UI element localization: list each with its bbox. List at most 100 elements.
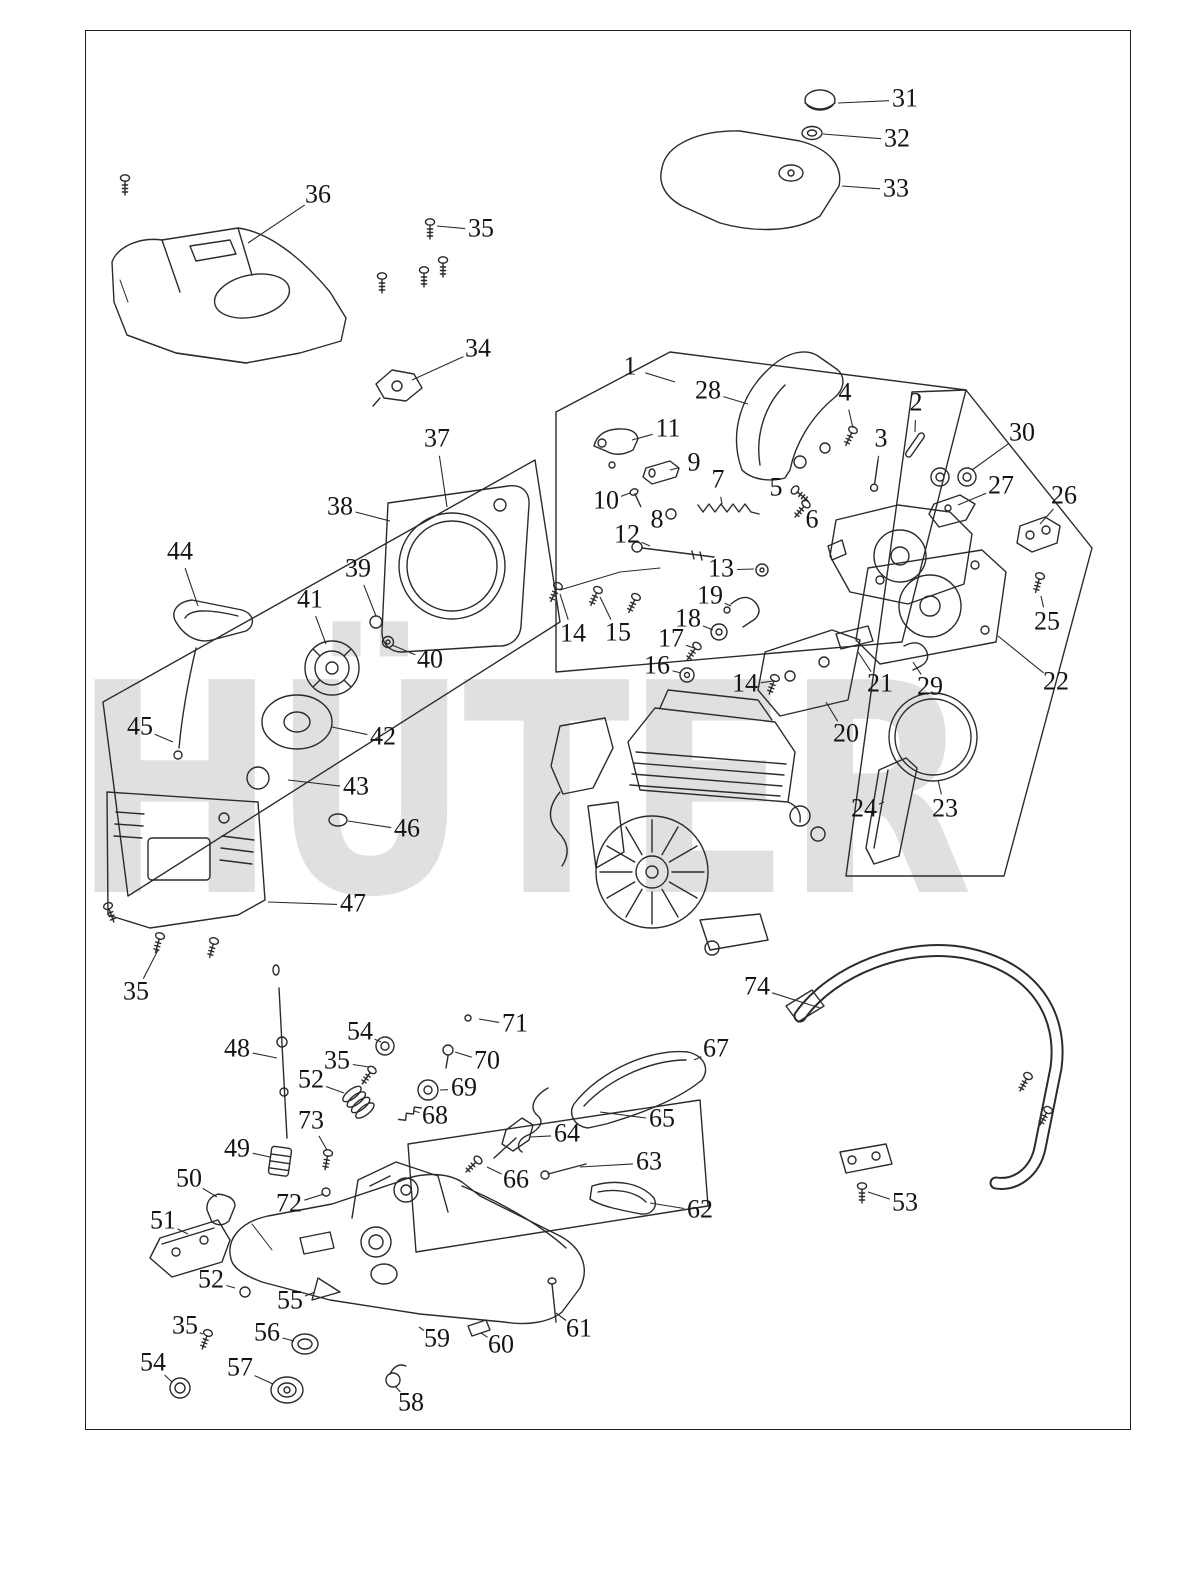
- leader-line-59: [418, 1326, 425, 1332]
- tank-body-drawing: [149, 1161, 585, 1325]
- part-label-15: 15: [605, 617, 631, 647]
- leader-line-51: [177, 1228, 189, 1235]
- part-label-49: 49: [224, 1133, 250, 1163]
- leader-line-63: [579, 1163, 634, 1168]
- part-label-35: 35: [123, 976, 149, 1006]
- leader-line-72: [304, 1193, 325, 1201]
- part-label-2: 2: [909, 387, 923, 417]
- leader-line-19: [724, 602, 732, 607]
- part-label-39: 39: [345, 553, 371, 583]
- part-label-21: 21: [867, 668, 893, 698]
- leader-line-20: [825, 701, 839, 722]
- part-label-58: 58: [398, 1387, 424, 1417]
- leader-line-13: [736, 568, 755, 571]
- part-label-72: 72: [276, 1188, 302, 1218]
- leader-line-28: [723, 396, 749, 405]
- part-label-11: 11: [655, 413, 681, 443]
- leader-line-58: [394, 1385, 401, 1393]
- part-label-14: 14: [732, 668, 758, 698]
- part-label-66: 66: [503, 1164, 529, 1194]
- leader-line-24: [878, 801, 885, 805]
- leader-line-54: [164, 1374, 173, 1383]
- part-label-28: 28: [695, 375, 721, 405]
- leader-line-7: [720, 496, 723, 505]
- part-label-14: 14: [560, 618, 586, 648]
- leader-line-38: [355, 511, 391, 522]
- part-label-52: 52: [198, 1264, 224, 1294]
- part-label-63: 63: [636, 1146, 662, 1176]
- part-label-51: 51: [150, 1205, 176, 1235]
- part-label-10: 10: [593, 485, 619, 515]
- leader-line-3: [877, 455, 880, 461]
- leader-line-54: [374, 1038, 382, 1043]
- part-label-12: 12: [614, 519, 640, 549]
- part-label-65: 65: [649, 1103, 675, 1133]
- leader-line-35: [352, 1063, 370, 1068]
- part-label-73: 73: [298, 1105, 324, 1135]
- leader-line-50: [202, 1187, 218, 1198]
- part-label-23: 23: [932, 793, 958, 823]
- leader-line-46: [347, 820, 392, 829]
- leader-line-12: [641, 541, 651, 547]
- leader-line-22: [997, 635, 1044, 674]
- leader-line-6: [804, 506, 807, 509]
- linkage-parts-drawing: [546, 424, 926, 697]
- leader-line-37: [438, 455, 448, 508]
- engine-assembly-drawing: [549, 689, 826, 956]
- part-label-67: 67: [703, 1033, 729, 1063]
- part-label-48: 48: [224, 1033, 250, 1063]
- leader-line-71: [478, 1018, 500, 1023]
- part-label-26: 26: [1051, 480, 1077, 510]
- handlebar-drawing: [785, 944, 1064, 1204]
- part-label-44: 44: [167, 536, 193, 566]
- part-label-60: 60: [488, 1329, 514, 1359]
- leader-line-43: [287, 779, 341, 787]
- group-outlines: [102, 351, 1093, 1253]
- part-label-47: 47: [340, 888, 366, 918]
- leader-line-21: [857, 651, 872, 673]
- leader-line-48: [252, 1052, 278, 1059]
- leader-line-47: [267, 901, 338, 905]
- part-label-25: 25: [1034, 606, 1060, 636]
- leader-line-26: [1039, 508, 1054, 525]
- leader-line-65: [599, 1111, 647, 1119]
- leader-line-25: [1040, 595, 1045, 608]
- leader-line-34: [411, 356, 464, 381]
- leader-line-45: [154, 733, 174, 743]
- part-label-24: 24: [851, 793, 877, 823]
- leader-line-64: [529, 1135, 552, 1138]
- leader-line-23: [937, 779, 942, 795]
- part-label-56: 56: [254, 1317, 280, 1347]
- part-label-54: 54: [140, 1347, 166, 1377]
- part-label-37: 37: [424, 423, 450, 453]
- part-label-43: 43: [343, 771, 369, 801]
- part-label-42: 42: [370, 721, 396, 751]
- leader-line-40: [391, 644, 416, 656]
- part-label-27: 27: [988, 470, 1014, 500]
- part-label-54: 54: [347, 1016, 373, 1046]
- leader-line-35: [199, 1332, 204, 1335]
- part-label-61: 61: [566, 1313, 592, 1343]
- leader-line-62: [649, 1202, 685, 1210]
- leader-line-9: [669, 467, 679, 471]
- leader-line-52: [226, 1284, 236, 1289]
- leader-line-16: [672, 670, 682, 674]
- leader-line-30: [971, 442, 1010, 471]
- part-label-70: 70: [474, 1045, 500, 1075]
- airbox-parts-drawing: [462, 1050, 707, 1215]
- leader-line-53: [867, 1191, 890, 1200]
- leader-line-10: [620, 492, 631, 497]
- leader-line-4: [848, 409, 854, 429]
- part-label-53: 53: [892, 1187, 918, 1217]
- leader-line-11: [631, 433, 653, 441]
- part-label-30: 30: [1009, 417, 1035, 447]
- part-label-35: 35: [468, 213, 494, 243]
- part-label-6: 6: [805, 504, 819, 534]
- leader-line-41: [315, 615, 327, 645]
- leader-line-36: [247, 204, 306, 244]
- tank-cap-drawing: [660, 89, 841, 231]
- part-label-5: 5: [769, 472, 783, 502]
